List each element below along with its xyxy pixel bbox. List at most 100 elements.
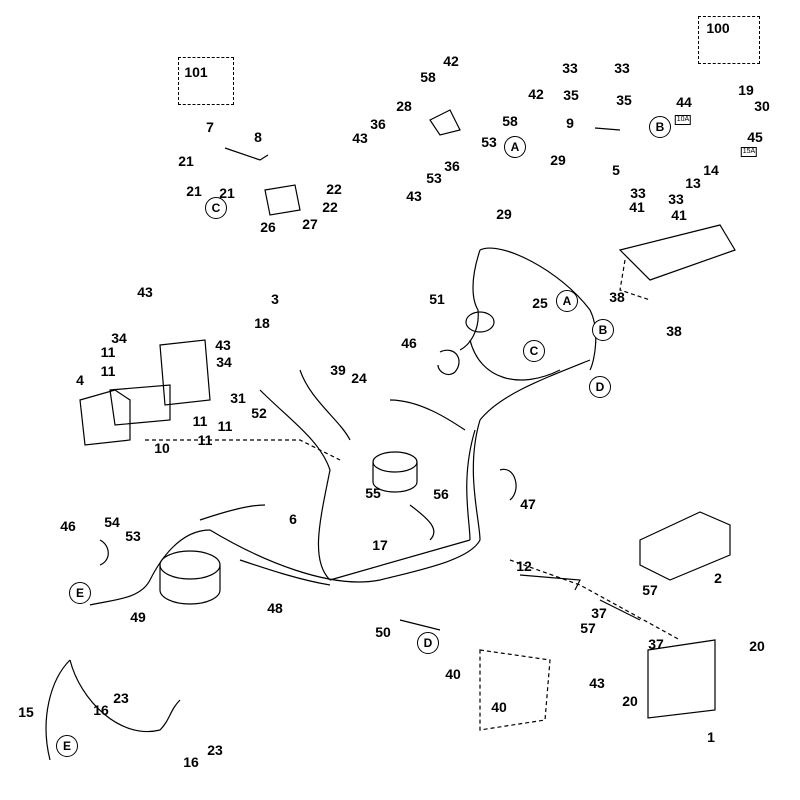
callout-57: 57 (642, 582, 658, 598)
callout-42-2: 42 (528, 86, 544, 102)
callout-58-2: 58 (502, 113, 518, 129)
callout-58: 58 (420, 69, 436, 85)
connector-c-1: C (523, 340, 545, 362)
fuse-rating-44: 10A (674, 115, 692, 125)
fuse-rating-45: 15A (740, 147, 758, 157)
callout-42: 42 (443, 53, 459, 69)
callout-40: 40 (445, 666, 461, 682)
callout-56: 56 (433, 486, 449, 502)
callout-21-3: 21 (219, 185, 235, 201)
callout-21: 21 (178, 153, 194, 169)
callout-16: 16 (93, 702, 109, 718)
callout-11: 11 (100, 344, 116, 360)
callout-14: 14 (703, 162, 719, 178)
callout-20: 20 (749, 638, 765, 654)
callout-18: 18 (254, 315, 270, 331)
callout-35-2: 35 (616, 92, 632, 108)
callout-33-4: 33 (668, 191, 684, 207)
callout-21-2: 21 (186, 183, 202, 199)
callout-51: 51 (429, 291, 445, 307)
callout-47: 47 (520, 496, 536, 512)
callout-29-2: 29 (496, 206, 512, 222)
callout-7: 7 (206, 119, 214, 135)
callout-43-3: 43 (352, 130, 368, 146)
callout-37-2: 37 (648, 636, 664, 652)
callout-33: 33 (562, 60, 578, 76)
callout-6: 6 (289, 511, 297, 527)
callout-11-3: 11 (192, 413, 208, 429)
callout-53: 53 (481, 134, 497, 150)
callout-49: 49 (130, 609, 146, 625)
callout-100: 100 (706, 20, 730, 36)
callout-34-2: 34 (216, 354, 232, 370)
connector-c-2: C (205, 197, 227, 219)
callout-37: 37 (591, 605, 607, 621)
callout-11-5: 11 (197, 432, 213, 448)
callout-26: 26 (260, 219, 276, 235)
callout-36: 36 (370, 116, 386, 132)
connector-e-2: E (56, 735, 78, 757)
callout-38-2: 38 (666, 323, 682, 339)
callout-19: 19 (738, 82, 754, 98)
callout-1: 1 (707, 729, 715, 745)
callout-28: 28 (396, 98, 412, 114)
connector-e-1: E (69, 582, 91, 604)
callout-2: 2 (714, 570, 722, 586)
connector-d-1: D (589, 376, 611, 398)
callout-43: 43 (137, 284, 153, 300)
callout-50: 50 (375, 624, 391, 640)
callout-43-2: 43 (215, 337, 231, 353)
callout-33-2: 33 (614, 60, 630, 76)
callout-22-2: 22 (322, 199, 338, 215)
callout-3: 3 (271, 291, 279, 307)
callout-36-2: 36 (444, 158, 460, 174)
callout-9: 9 (566, 115, 574, 131)
callout-20-2: 20 (622, 693, 638, 709)
callout-10: 10 (154, 440, 170, 456)
callout-43-5: 43 (589, 675, 605, 691)
connector-a-2: A (504, 136, 526, 158)
callout-17: 17 (372, 537, 388, 553)
callout-12: 12 (516, 558, 532, 574)
callout-57-2: 57 (580, 620, 596, 636)
connector-d-2: D (417, 632, 439, 654)
callout-43-4: 43 (406, 188, 422, 204)
callout-27: 27 (302, 216, 318, 232)
callout-4: 4 (76, 372, 84, 388)
callout-34: 34 (111, 330, 127, 346)
callout-29: 29 (550, 152, 566, 168)
callout-24: 24 (351, 370, 367, 386)
callout-8: 8 (254, 129, 262, 145)
callout-52: 52 (251, 405, 267, 421)
kit-box-100 (698, 16, 760, 64)
callout-39: 39 (330, 362, 346, 378)
callout-11-2: 11 (100, 363, 116, 379)
callout-13: 13 (685, 175, 701, 191)
callout-35: 35 (563, 87, 579, 103)
callout-101: 101 (184, 64, 208, 80)
kit-box-101 (178, 57, 234, 105)
callout-31: 31 (230, 390, 246, 406)
connector-b-2: B (649, 116, 671, 138)
callout-46-2: 46 (60, 518, 76, 534)
callout-44: 44 (676, 94, 692, 110)
callout-54: 54 (104, 514, 120, 530)
callout-15: 15 (18, 704, 34, 720)
callout-25: 25 (532, 295, 548, 311)
callout-23: 23 (113, 690, 129, 706)
callout-11-4: 11 (217, 418, 233, 434)
connector-b-1: B (592, 319, 614, 341)
callout-5: 5 (612, 162, 620, 178)
callout-53-2: 53 (426, 170, 442, 186)
callout-33-3: 33 (630, 185, 646, 201)
callout-48: 48 (267, 600, 283, 616)
connector-a-1: A (556, 290, 578, 312)
callout-30: 30 (754, 98, 770, 114)
callout-23-2: 23 (207, 742, 223, 758)
callout-46: 46 (401, 335, 417, 351)
callout-45: 45 (747, 129, 763, 145)
callout-41-2: 41 (671, 207, 687, 223)
callout-55: 55 (365, 485, 381, 501)
